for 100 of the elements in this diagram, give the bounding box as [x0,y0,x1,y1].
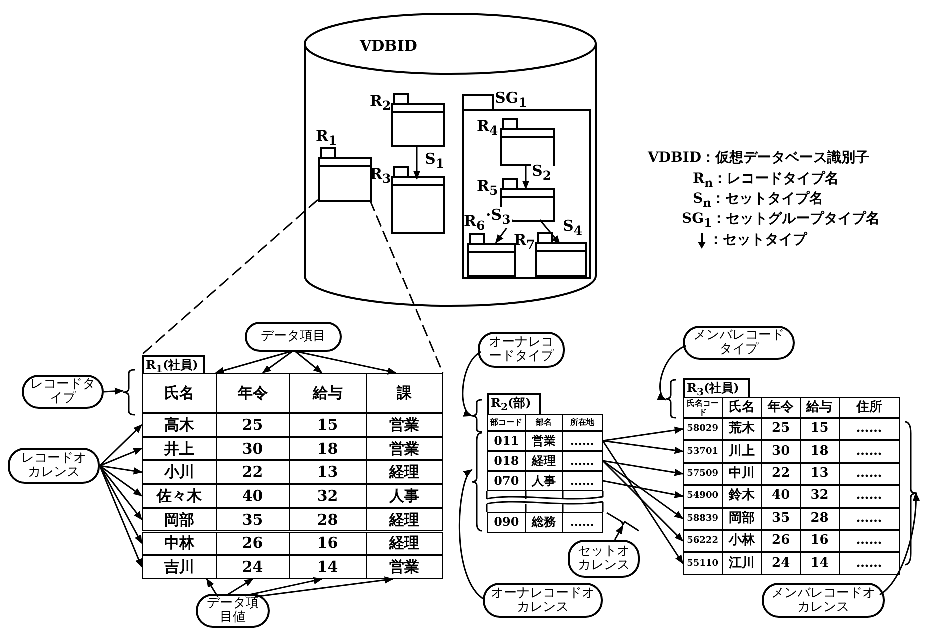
table-cell: 高木 [143,414,217,436]
arrow [206,578,219,598]
arrow [100,448,143,467]
table-cell-text: …… [569,514,596,531]
table-cell: 13 [800,464,840,484]
arrow [254,576,394,598]
table-cell: 15 [800,419,840,440]
table-cell-text: 経理 [388,510,420,530]
record-type-label: R$_{6}$ [464,213,486,234]
table-cell: 30 [762,441,801,462]
table-cell: 16 [290,532,367,554]
callout-bubble: データ項目値 [196,594,270,628]
table-cell: 30 [216,438,290,460]
table-cell-text: …… [855,487,884,506]
table-cell: 32 [800,486,840,507]
arrow [100,465,143,475]
table-cell: 岡部 [143,508,217,530]
table-row [487,431,603,451]
table-cell: 吉川 [143,556,217,578]
table-cell: 部名 [526,415,563,430]
table-row [142,484,443,508]
arrow [226,578,254,597]
legend-text: ：セットタイプ [709,232,807,249]
table-cell-text: …… [855,510,884,528]
record-type-label: R$_{4}$ [477,118,498,139]
table-cell: 25 [762,419,801,440]
arrow [459,469,486,601]
arrow [99,424,143,467]
table-row [487,471,603,491]
table-cell: 40 [216,485,290,507]
table-row [683,530,900,552]
table-cell: 56222 [684,531,723,552]
table-cell: 江川 [722,553,762,574]
table-cell: 32 [290,485,367,507]
arrow [539,220,561,245]
arrow [602,426,684,442]
table-cell-text: …… [855,442,884,461]
table-row [142,460,443,484]
table-cell: 年令 [216,374,290,412]
table-cell: 25 [216,414,290,436]
table-cell: 55110 [684,553,723,574]
arrow [215,351,290,374]
table-row [683,508,900,530]
table-cell: 22 [762,464,801,484]
table-cell-text: 営業 [388,557,420,578]
table-cell-text: 課 [396,383,413,404]
arrow [104,388,124,396]
table-cell: 15 [290,414,367,436]
table-row [487,451,603,471]
table-cell: 13 [290,461,367,484]
record-type-label: R$_{2}$ [370,93,392,114]
table-cell: 小林 [722,531,762,552]
table-row [683,552,900,575]
arrow [298,351,397,375]
table-cell: 58839 [684,508,723,529]
arrow [100,465,143,497]
table-cell-text: 経理 [388,533,420,554]
callout-bubble: メンバレコードオカレンス [762,583,885,618]
callout-bubble: オーナレコードタイプ [478,332,565,368]
table-cell: 35 [216,508,290,530]
arrow [99,466,143,544]
table-cell: 53701 [684,441,723,462]
edge-label: ·S$_{3}$ [485,207,512,228]
table-cell-text: …… [569,452,596,470]
arrow [602,440,684,454]
table-cell: 佐々木 [143,485,217,507]
callout-bubble: データ項目 [245,322,342,352]
table-cell: 57509 [684,464,723,484]
table-cell: 荒木 [722,419,762,440]
table-row [142,436,443,460]
arrow [99,466,143,568]
table-cell: 070 [488,472,526,490]
table-cell: 小川 [143,461,217,484]
table-cell: 24 [762,553,801,574]
table-row [683,462,900,486]
table-cell: 26 [762,531,801,552]
legend-text: S$_{n}$：セットタイプ名 [693,191,824,211]
table-cell: 35 [762,508,801,529]
table-cell-text: 住所 [855,398,884,416]
table-cell: 22 [216,461,290,484]
table-cell: 人事 [526,472,563,490]
table-cell: 28 [800,508,840,529]
database-label: VDBID [360,38,418,55]
table-cell: 16 [800,531,840,552]
arrow [413,145,421,180]
table-cell: 営業 [526,432,563,450]
arrow [602,460,684,520]
table-row [142,508,443,532]
legend-text: R$_{n}$：レコードタイプ名 [693,171,840,191]
table-cell: 18 [800,441,840,462]
table-row [683,440,900,463]
table-row [142,413,443,437]
arrow [614,525,624,540]
table-row [683,418,900,440]
table-cell: 011 [488,432,526,450]
table-cell: 岡部 [722,508,762,529]
arrow [296,351,323,374]
table-cell-text: …… [855,464,884,483]
table-cell-text: …… [569,432,596,450]
table-cell-text: …… [855,554,884,573]
